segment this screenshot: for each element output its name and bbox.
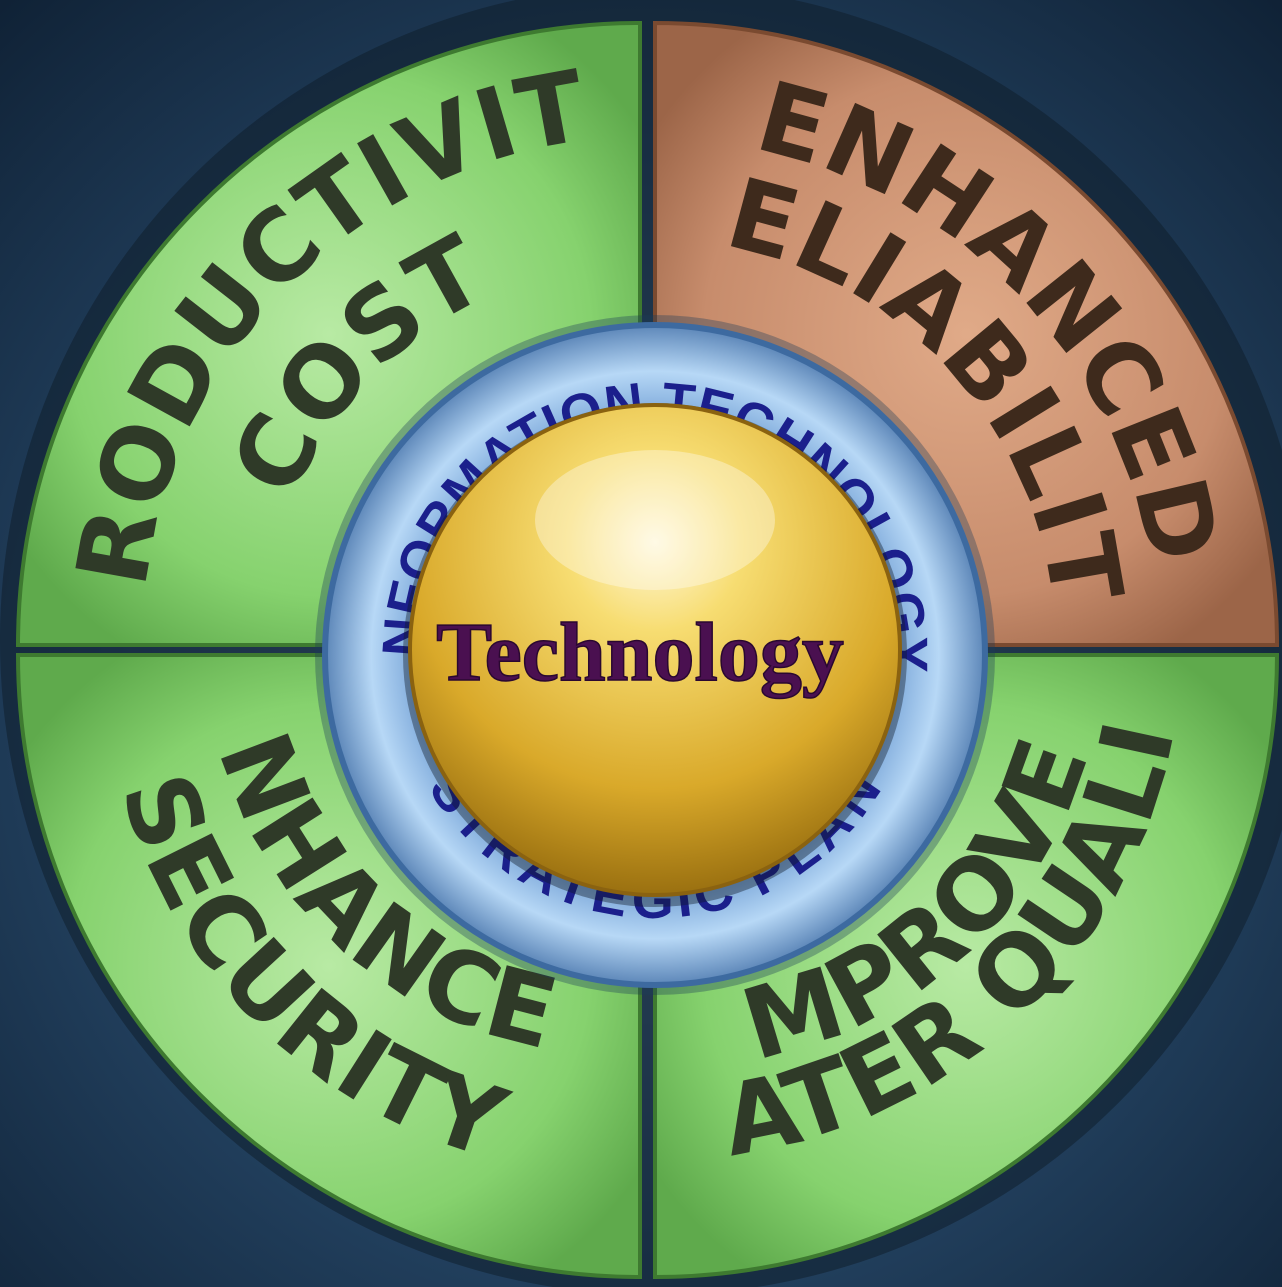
center-label: Technology (436, 606, 844, 699)
technology-core[interactable]: Technology (403, 403, 907, 907)
